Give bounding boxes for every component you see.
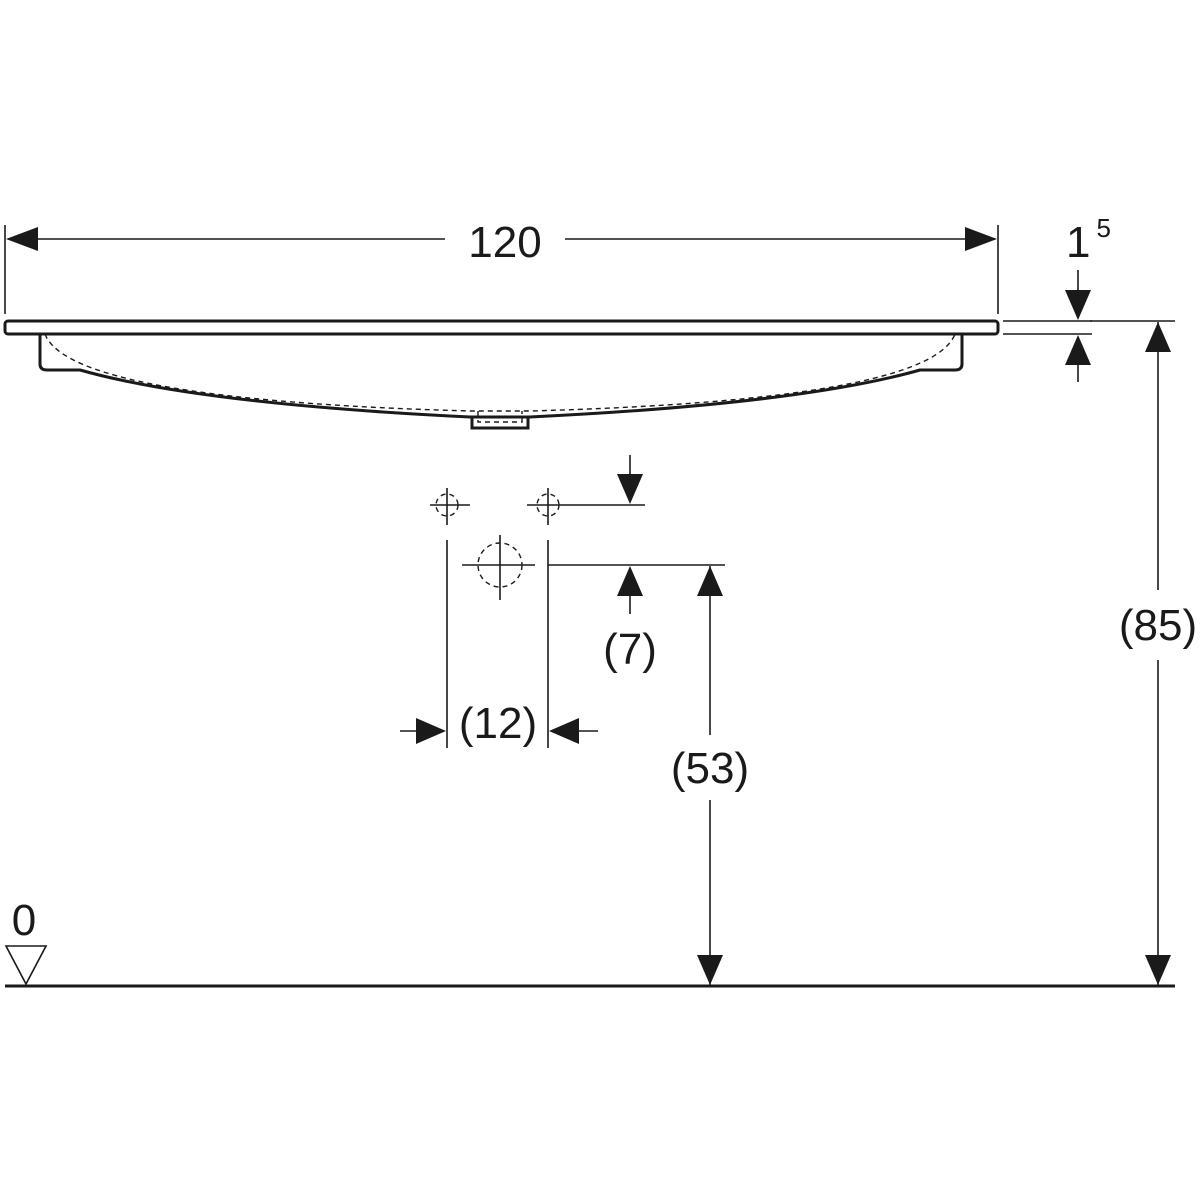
- drain-height-dimension: (53): [671, 566, 749, 985]
- rim-arrow-up: [1065, 335, 1091, 365]
- inner-bowl-hidden: [44, 333, 956, 412]
- width-arrow-right: [965, 227, 997, 251]
- total-height-dimension: (85): [1090, 320, 1197, 985]
- drain-offset-arrow-up: [617, 566, 643, 596]
- width-arrow-left: [6, 227, 38, 251]
- level-triangle-icon: [4, 945, 48, 986]
- total-height-arrow-down: [1145, 955, 1171, 985]
- rim-arrow-down: [1065, 290, 1091, 320]
- drain-height-arrow-up: [697, 566, 723, 596]
- drain-offset-label: (7): [603, 625, 657, 674]
- width-label: 120: [468, 218, 541, 267]
- tap-spacing-dimension: (12): [400, 540, 598, 748]
- tap-spacing-arrow-left: [416, 718, 446, 744]
- tap-spacing-label: (12): [459, 699, 537, 748]
- width-dimension: 120: [4, 218, 999, 314]
- drain-offset-arrow-down: [617, 474, 643, 504]
- total-height-label: (85): [1119, 601, 1197, 650]
- rim-thickness-sup: 5: [1096, 213, 1110, 243]
- tap-spacing-arrow-right: [549, 718, 579, 744]
- basin-rim: [3, 319, 1000, 336]
- basin-outline: [3, 319, 1000, 430]
- tap-holes: [430, 488, 645, 600]
- basin-bowl: [38, 334, 964, 419]
- drain-height-label: (53): [671, 744, 749, 793]
- floor-level-label: 0: [12, 896, 36, 945]
- drain-height-arrow-down: [697, 955, 723, 985]
- total-height-arrow-up: [1145, 322, 1171, 352]
- floor-reference: 0: [4, 896, 1175, 988]
- rim-thickness-base: 1: [1066, 218, 1090, 267]
- drain-offset-dimension: (7): [548, 455, 725, 674]
- waste-outlet: [470, 417, 530, 430]
